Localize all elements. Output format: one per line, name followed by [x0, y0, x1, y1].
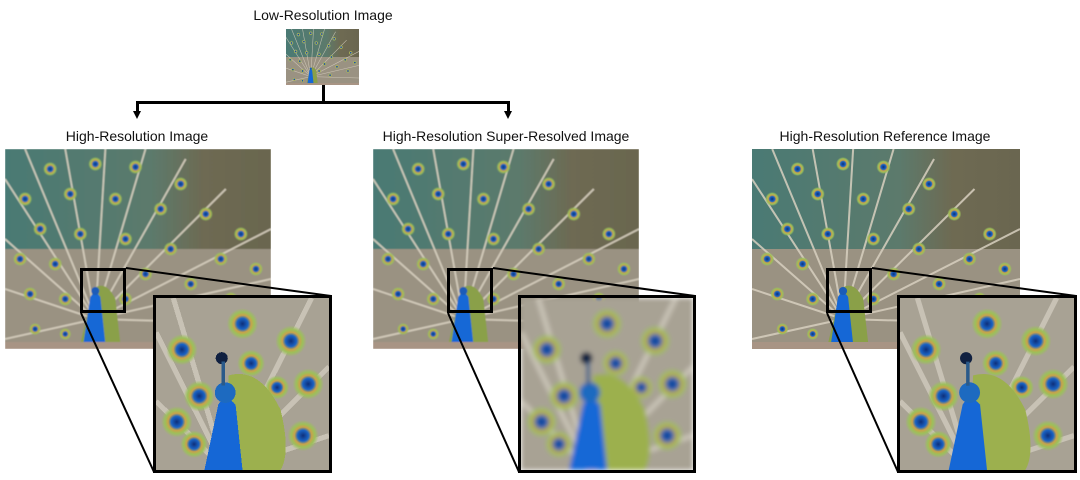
reference-zoom-inset — [897, 295, 1077, 473]
high-res-zoom-inset — [153, 295, 332, 473]
low-res-label: Low-Resolution Image — [253, 7, 393, 23]
super-resolved-roi-box — [447, 268, 493, 313]
high-res-roi-box — [80, 268, 126, 313]
super-resolved-zoom-inset — [518, 295, 696, 473]
reference-roi-box — [826, 268, 872, 313]
high-res-label: High-Resolution Image — [65, 128, 209, 144]
reference-label: High-Resolution Reference Image — [779, 128, 991, 144]
arrow-down-icon — [133, 111, 141, 119]
low-res-image — [286, 29, 359, 85]
arrow-down-icon — [504, 111, 512, 119]
connector-left-drop — [136, 101, 139, 113]
connector-right-drop — [507, 101, 510, 113]
connector-stem — [322, 85, 325, 102]
connector-horizontal — [136, 101, 510, 104]
super-resolved-label: High-Resolution Super-Resolved Image — [382, 128, 630, 144]
